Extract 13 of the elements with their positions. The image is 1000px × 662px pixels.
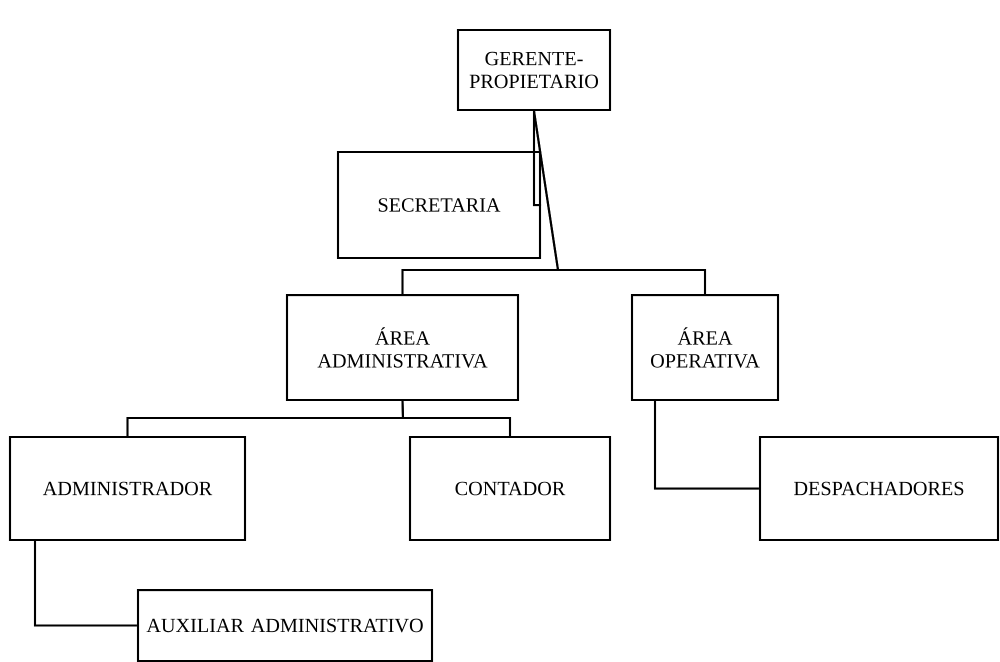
connector-line <box>401 401 512 436</box>
connector-line <box>34 541 137 627</box>
org-box: SECRETARIA <box>336 150 542 260</box>
connector-line <box>532 111 542 206</box>
org-box: DESPACHADORES <box>758 436 1000 542</box>
org-box: AUXILIAR ADMINISTRATIVO <box>136 588 434 662</box>
org-box: ÁREA OPERATIVA <box>630 294 780 402</box>
connector-line <box>654 401 759 490</box>
org-box: CONTADOR <box>408 436 612 542</box>
connector-line <box>532 110 706 294</box>
org-box: GERENTE-PROPIETARIO <box>456 28 612 112</box>
org-box: ADMINISTRADOR <box>8 436 246 542</box>
org-box: ÁREA ADMINISTRATIVA <box>286 294 520 402</box>
